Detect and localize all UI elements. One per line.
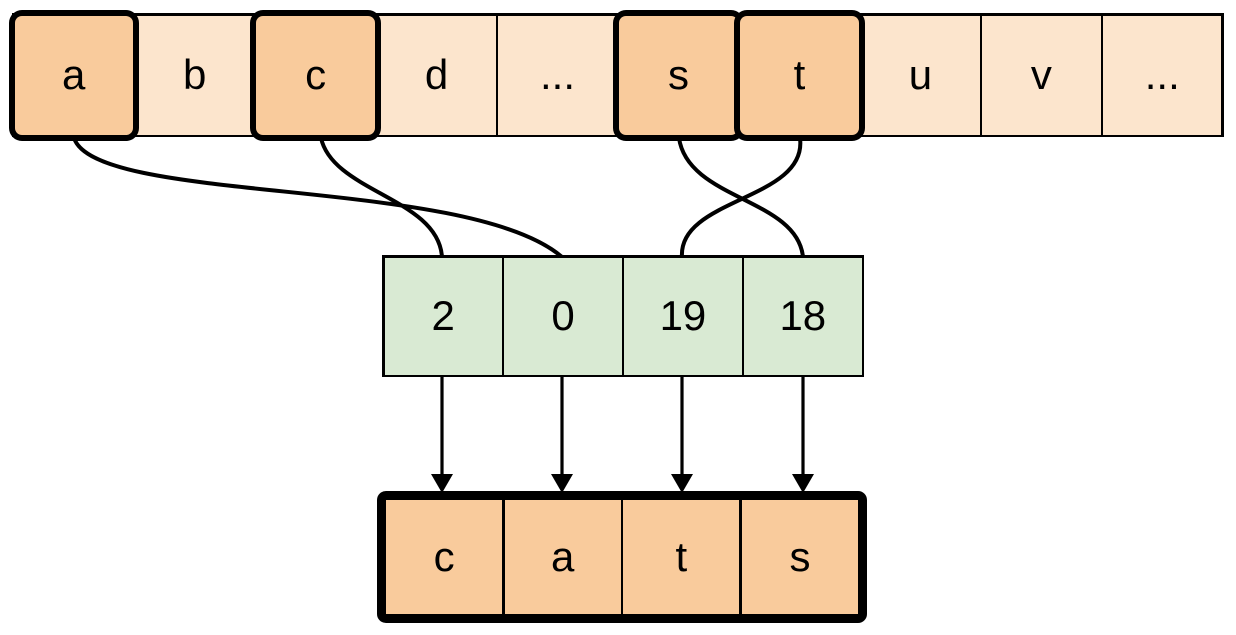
alphabet-cell-s: s bbox=[619, 15, 738, 135]
alphabet-cell-c: c bbox=[256, 15, 375, 135]
alphabet-array: a b c d ... s t u v ... bbox=[12, 13, 1224, 137]
index-cell-2: 2 bbox=[384, 257, 502, 375]
result-cell-a: a bbox=[504, 500, 621, 614]
alphabet-cell-ellipsis-1: ... bbox=[498, 15, 617, 135]
index-cell-18: 18 bbox=[744, 257, 862, 375]
curve-s-to-index-18 bbox=[677, 136, 805, 259]
index-cell-0: 0 bbox=[504, 257, 622, 375]
result-array: c a t s bbox=[377, 491, 867, 623]
alphabet-cell-t: t bbox=[740, 15, 859, 135]
alphabet-cell-d: d bbox=[377, 15, 496, 135]
alphabet-cell-u: u bbox=[861, 15, 980, 135]
result-cell-t: t bbox=[623, 500, 740, 614]
alphabet-cell-b: b bbox=[135, 15, 254, 135]
curve-t-to-index-19 bbox=[679, 136, 803, 259]
curve-a-to-index-0 bbox=[72, 136, 564, 259]
result-cell-s: s bbox=[741, 500, 858, 614]
alphabet-cell-v: v bbox=[982, 15, 1101, 135]
alphabet-cell-ellipsis-2: ... bbox=[1103, 15, 1222, 135]
index-cell-19: 19 bbox=[624, 257, 742, 375]
result-cell-c: c bbox=[386, 500, 503, 614]
index-array: 2 0 19 18 bbox=[382, 255, 864, 377]
curve-c-to-index-2 bbox=[319, 136, 444, 259]
alphabet-cell-a: a bbox=[14, 15, 133, 135]
